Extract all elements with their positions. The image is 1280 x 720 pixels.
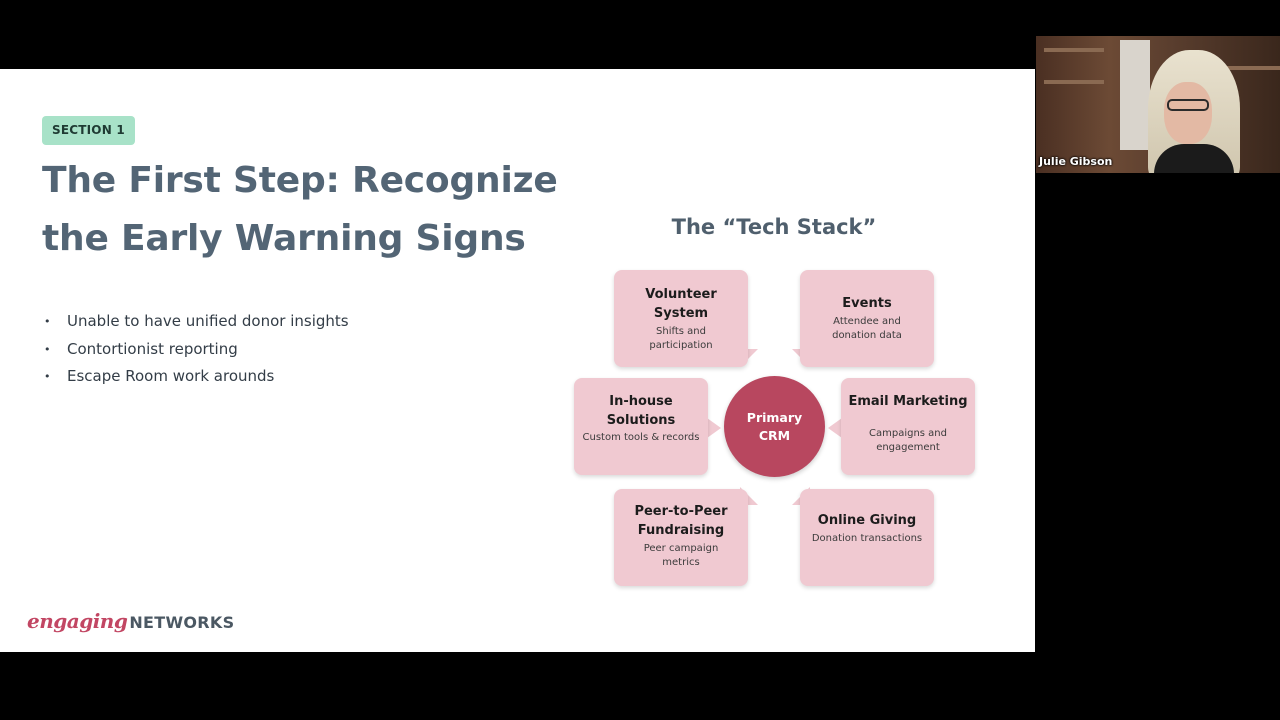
- bullet-icon: •: [44, 363, 51, 391]
- list-item: •Escape Room work arounds: [44, 363, 349, 391]
- card-description: Custom tools & records: [574, 431, 708, 445]
- email-marketing-card: Email Marketing Campaigns and engagement: [841, 378, 975, 475]
- crm-label-line-2: CRM: [724, 427, 825, 445]
- card-heading: System: [614, 304, 748, 323]
- video-background-shelf: [1044, 80, 1104, 84]
- online-giving-card: Online Giving Donation transactions: [800, 489, 934, 586]
- card-heading: Online Giving: [800, 511, 934, 530]
- list-item: •Unable to have unified donor insights: [44, 308, 349, 336]
- warning-signs-list: •Unable to have unified donor insights •…: [44, 308, 349, 391]
- card-heading: Peer-to-Peer: [614, 502, 748, 521]
- card-description: donation data: [800, 329, 934, 343]
- logo-wordmark-engaging: engaging: [27, 609, 127, 633]
- video-background-door: [1120, 40, 1150, 150]
- card-description: Shifts and: [614, 325, 748, 339]
- slide-title-line-2: the Early Warning Signs: [42, 218, 526, 259]
- bullet-icon: •: [44, 308, 51, 336]
- peer-to-peer-card: Peer-to-Peer Fundraising Peer campaign m…: [614, 489, 748, 586]
- card-description: Peer campaign: [614, 542, 748, 556]
- card-heading: Volunteer: [614, 285, 748, 304]
- crm-label-line-1: Primary: [724, 409, 825, 427]
- presentation-slide: SECTION 1 The First Step: Recognize the …: [0, 69, 1035, 652]
- participant-name-label: Julie Gibson: [1039, 155, 1112, 168]
- card-description: Attendee and: [800, 315, 934, 329]
- card-description: Donation transactions: [800, 532, 934, 546]
- participant-glasses: [1167, 99, 1209, 111]
- card-description: metrics: [614, 556, 748, 570]
- card-heading: Solutions: [574, 411, 708, 430]
- list-item: •Contortionist reporting: [44, 336, 349, 364]
- video-background-shelf: [1226, 66, 1280, 70]
- inhouse-card-pointer: [707, 418, 721, 438]
- card-description: engagement: [841, 441, 975, 455]
- events-card: Events Attendee and donation data: [800, 270, 934, 367]
- tech-stack-title: The “Tech Stack”: [573, 215, 975, 239]
- primary-crm-circle: Primary CRM: [724, 376, 825, 477]
- slide-title: The First Step: Recognize the Early Warn…: [42, 152, 602, 268]
- slide-title-line-1: The First Step: Recognize: [42, 160, 558, 201]
- card-heading: In-house: [574, 392, 708, 411]
- card-heading: Email Marketing: [841, 392, 975, 411]
- card-heading: Events: [800, 294, 934, 313]
- card-heading: Fundraising: [614, 521, 748, 540]
- participant-face: [1164, 82, 1212, 144]
- card-description: participation: [614, 339, 748, 353]
- card-description: Campaigns and: [841, 427, 975, 441]
- volunteer-system-card: Volunteer System Shifts and participatio…: [614, 270, 748, 367]
- section-badge: SECTION 1: [42, 116, 135, 145]
- email-card-pointer: [828, 418, 842, 438]
- video-background-shelf: [1044, 48, 1104, 52]
- inhouse-solutions-card: In-house Solutions Custom tools & record…: [574, 378, 708, 475]
- bullet-icon: •: [44, 336, 51, 364]
- logo-wordmark-networks: NETWORKS: [129, 613, 234, 632]
- participant-video-tile[interactable]: Julie Gibson: [1036, 36, 1280, 173]
